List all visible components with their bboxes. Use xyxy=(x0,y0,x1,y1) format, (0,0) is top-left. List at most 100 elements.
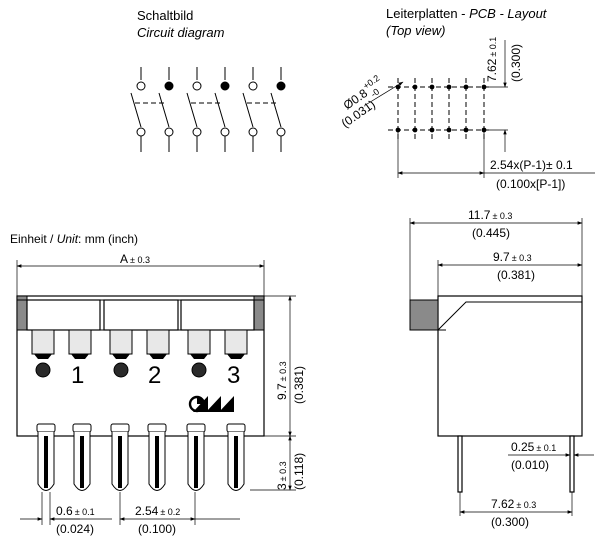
switch-1b-blade xyxy=(158,92,170,128)
switch-2a-top-contact xyxy=(192,81,202,91)
pcb-title: Leiterplatten - PCB - Layout xyxy=(386,6,548,21)
switch-3b-blade xyxy=(270,92,282,128)
actuator-block-3 xyxy=(180,299,255,331)
pin-width-value: 0.6± 0.1 xyxy=(56,504,95,518)
pin-thickness-value: 0.25± 0.1 xyxy=(511,440,556,454)
pin-core-6 xyxy=(234,436,238,488)
pcb-hole-bottom-3 xyxy=(429,127,435,133)
side-view: 11.7± 0.3 (0.445) 9.7± 0.3 (0.381) 0.25±… xyxy=(409,208,594,529)
pcb-hole-bottom-4 xyxy=(446,127,452,133)
switch-3b-top-contact xyxy=(276,81,286,91)
width-a-label: A± 0.3 xyxy=(120,252,150,266)
position-number-3: 3 xyxy=(227,362,240,389)
pin-length-inch: (0.118) xyxy=(292,453,306,490)
switch-1a-blade xyxy=(130,92,142,128)
slot-shadow-2 xyxy=(71,354,89,359)
body-depth-inch: (0.381) xyxy=(497,268,535,282)
switch-3b-bottom-contact xyxy=(276,127,286,137)
actuator-block-2 xyxy=(103,299,179,331)
pitch-value: 2.54± 0.2 xyxy=(135,504,180,518)
circuit-subtitle: Circuit diagram xyxy=(137,25,225,40)
slot-shadow-6 xyxy=(227,354,245,359)
pcb-hole-bottom-5 xyxy=(463,127,469,133)
housing-right-flange xyxy=(253,295,265,331)
pcb-pitch-formula-inch: (0.100x[P-1]) xyxy=(496,177,565,191)
manufacturer-logo xyxy=(188,395,234,413)
pcb-hole-top-2 xyxy=(412,84,418,90)
slot-4 xyxy=(146,329,170,355)
pin-collar-5 xyxy=(186,423,206,433)
height-inch: (0.381) xyxy=(292,366,306,404)
switch-housing-side xyxy=(437,295,583,437)
pin-collar-2 xyxy=(72,423,92,433)
on-dot-3 xyxy=(191,362,207,378)
circuit-diagram: Schaltbild Circuit diagram xyxy=(130,8,286,152)
pcb-hole-grid xyxy=(388,78,492,140)
side-pin-left xyxy=(457,435,463,493)
pcb-subtitle: (Top view) xyxy=(386,23,445,38)
slot-shadow-1 xyxy=(34,354,52,359)
pcb-row-spacing: 7.62± 0.1 xyxy=(485,37,499,82)
pcb-hole-leader xyxy=(366,81,404,105)
switch-2b-bottom-contact xyxy=(220,127,230,137)
side-pin-right xyxy=(569,435,575,493)
pitch-inch: (0.100) xyxy=(138,522,176,536)
pcb-row-spacing-inch: (0.300) xyxy=(509,44,523,82)
slot-6 xyxy=(224,329,248,355)
switch-2b-top-contact xyxy=(220,81,230,91)
slot-shadow-5 xyxy=(190,354,208,359)
actuator-group xyxy=(26,299,255,378)
pin-core-5 xyxy=(194,436,198,488)
pcb-hole-bottom-2 xyxy=(412,127,418,133)
side-row-spacing-value: 7.62± 0.3 xyxy=(491,497,536,511)
slot-shadow-4 xyxy=(149,354,167,359)
housing-left-flange xyxy=(16,295,28,331)
slot-shadow-3 xyxy=(112,354,130,359)
circuit-title: Schaltbild xyxy=(137,8,193,23)
side-actuator xyxy=(409,299,439,331)
side-bevel xyxy=(437,301,582,331)
depth-inch: (0.445) xyxy=(472,226,510,240)
pcb-hole-top-5 xyxy=(463,84,469,90)
slot-2 xyxy=(68,329,92,355)
position-number-2: 2 xyxy=(148,362,161,389)
on-dot-2 xyxy=(113,362,129,378)
slot-1 xyxy=(31,329,55,355)
dip-switch-schematic xyxy=(130,67,286,152)
position-number-1: 1 xyxy=(71,362,84,389)
pin-thickness-inch: (0.010) xyxy=(511,458,549,472)
pin-core-4 xyxy=(155,436,159,488)
pcb-layout: Leiterplatten - PCB - Layout (Top view) … xyxy=(339,6,595,191)
pin-length-value: 3± 0.3 xyxy=(275,461,289,490)
pin-collar-6 xyxy=(226,423,246,433)
front-view: Einheit / Unit: mm (inch) A± 0.3 1 2 3 xyxy=(10,232,306,536)
pcb-pitch-formula: 2.54x(P-1)± 0.1 xyxy=(490,158,573,172)
actuator-block-1 xyxy=(26,299,101,331)
switch-1b-bottom-contact xyxy=(164,127,174,137)
switch-3a-blade xyxy=(242,92,254,128)
pin-collar-3 xyxy=(110,423,130,433)
pin-core-2 xyxy=(80,436,84,488)
slot-5 xyxy=(187,329,211,355)
pin-collar-1 xyxy=(36,423,56,433)
switch-1a-top-contact xyxy=(136,81,146,91)
slot-3 xyxy=(109,329,133,355)
unit-label: Einheit / Unit: mm (inch) xyxy=(10,232,138,246)
pcb-hole-top-3 xyxy=(429,84,435,90)
switch-1a-bottom-contact xyxy=(136,127,146,137)
on-dot-1 xyxy=(35,362,51,378)
depth-value: 11.7± 0.3 xyxy=(468,208,512,222)
pin-collar-4 xyxy=(147,423,167,433)
side-row-spacing-inch: (0.300) xyxy=(491,515,529,529)
switch-1b-top-contact xyxy=(164,81,174,91)
pcb-hole-top-4 xyxy=(446,84,452,90)
pin-core-1 xyxy=(44,436,48,488)
height-value: 9.7± 0.3 xyxy=(275,361,289,400)
body-depth-value: 9.7± 0.3 xyxy=(493,250,532,264)
switch-2a-bottom-contact xyxy=(192,127,202,137)
front-pin-group xyxy=(36,423,246,491)
pin-width-inch: (0.024) xyxy=(56,522,94,536)
switch-2a-blade xyxy=(186,92,198,128)
switch-2b-blade xyxy=(214,92,226,128)
